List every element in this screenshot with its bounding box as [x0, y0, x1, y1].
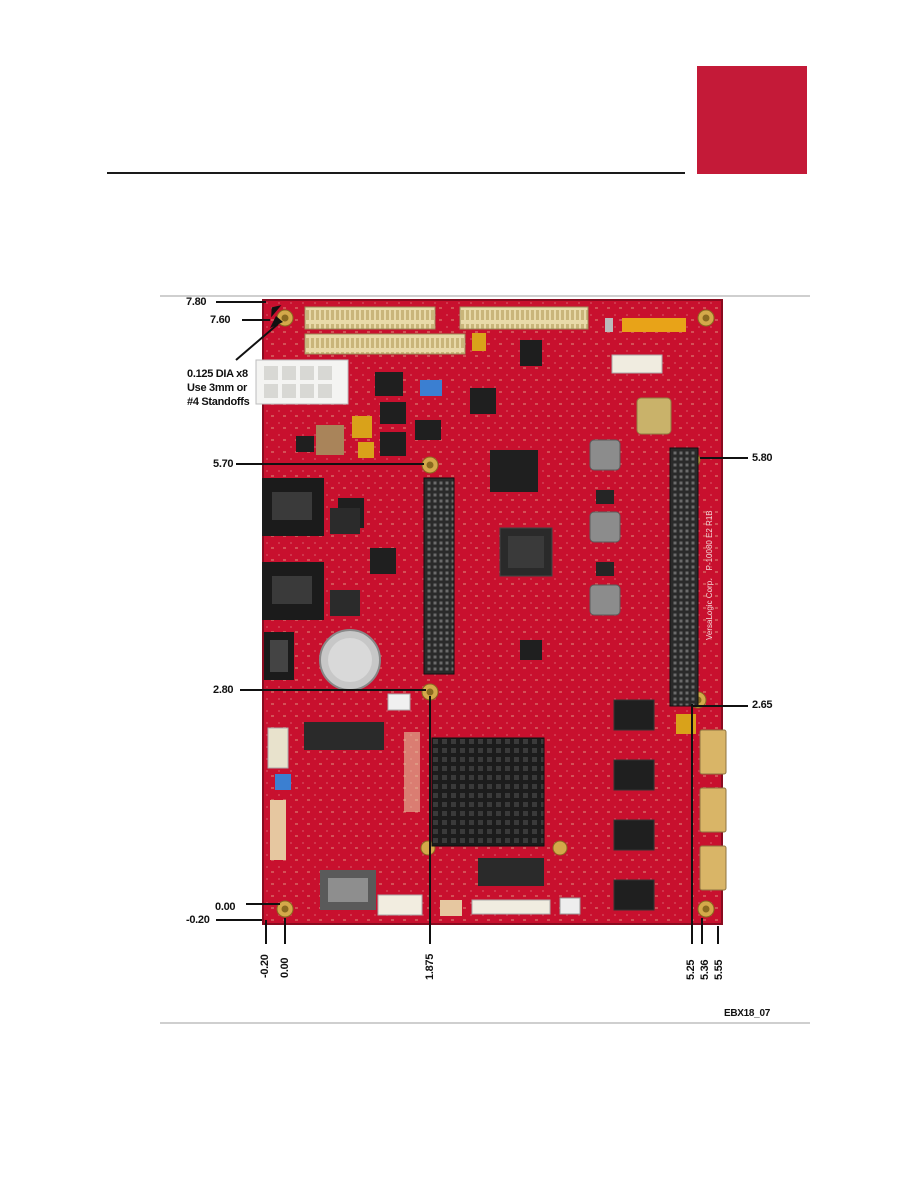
- dim-bottom-1: -0.20: [259, 954, 271, 978]
- minicard-socket: [304, 722, 384, 750]
- dim-right-upper: 5.80: [752, 452, 773, 464]
- dim-bottom-4: 5.25: [685, 959, 697, 980]
- dim-left-mid-lower: 2.80: [213, 684, 234, 696]
- header-rule: [107, 172, 685, 174]
- dim-bottom-6: 5.55: [713, 959, 725, 980]
- figure-top-rule: [160, 295, 810, 297]
- dim-left-bottom-edge: -0.20: [186, 914, 210, 926]
- dim-left-mid-upper: 5.70: [213, 458, 234, 470]
- dim-left-bottom-hole: 0.00: [215, 901, 236, 913]
- header-j-top-1: [304, 306, 436, 330]
- mount-note: 0.125 DIA x8 Use 3mm or #4 Standoffs: [187, 368, 250, 409]
- header-j-top-3: [459, 306, 589, 330]
- pc104-header-left: [423, 477, 455, 675]
- chapter-tab: [697, 66, 807, 174]
- dim-left-top-edge: 7.80: [186, 296, 207, 308]
- usb-ports: [699, 729, 727, 891]
- silkscreen-text: VersaLogic Corp. P-10080 E2 R1B: [705, 510, 714, 640]
- dim-bottom-5: 5.36: [699, 959, 711, 980]
- mount-note-line2: Use 3mm or: [187, 381, 247, 394]
- figure-id: EBX18_07: [724, 1008, 770, 1019]
- dim-bottom-3: 1.875: [424, 953, 436, 980]
- dim-left-top-hole: 7.60: [210, 314, 231, 326]
- dim-right-lower: 2.65: [752, 699, 773, 711]
- mount-note-line3: #4 Standoffs: [187, 395, 250, 408]
- dim-bottom-2: 0.00: [279, 957, 291, 978]
- pc104-header-right: [669, 447, 699, 707]
- header-j-top-2: [304, 333, 466, 355]
- mount-note-line1: 0.125 DIA x8: [187, 368, 248, 380]
- ram-chips: [613, 699, 655, 911]
- dimension-lines: [216, 301, 748, 944]
- figure-bottom-rule: [160, 1022, 810, 1024]
- heatsink: [431, 737, 545, 847]
